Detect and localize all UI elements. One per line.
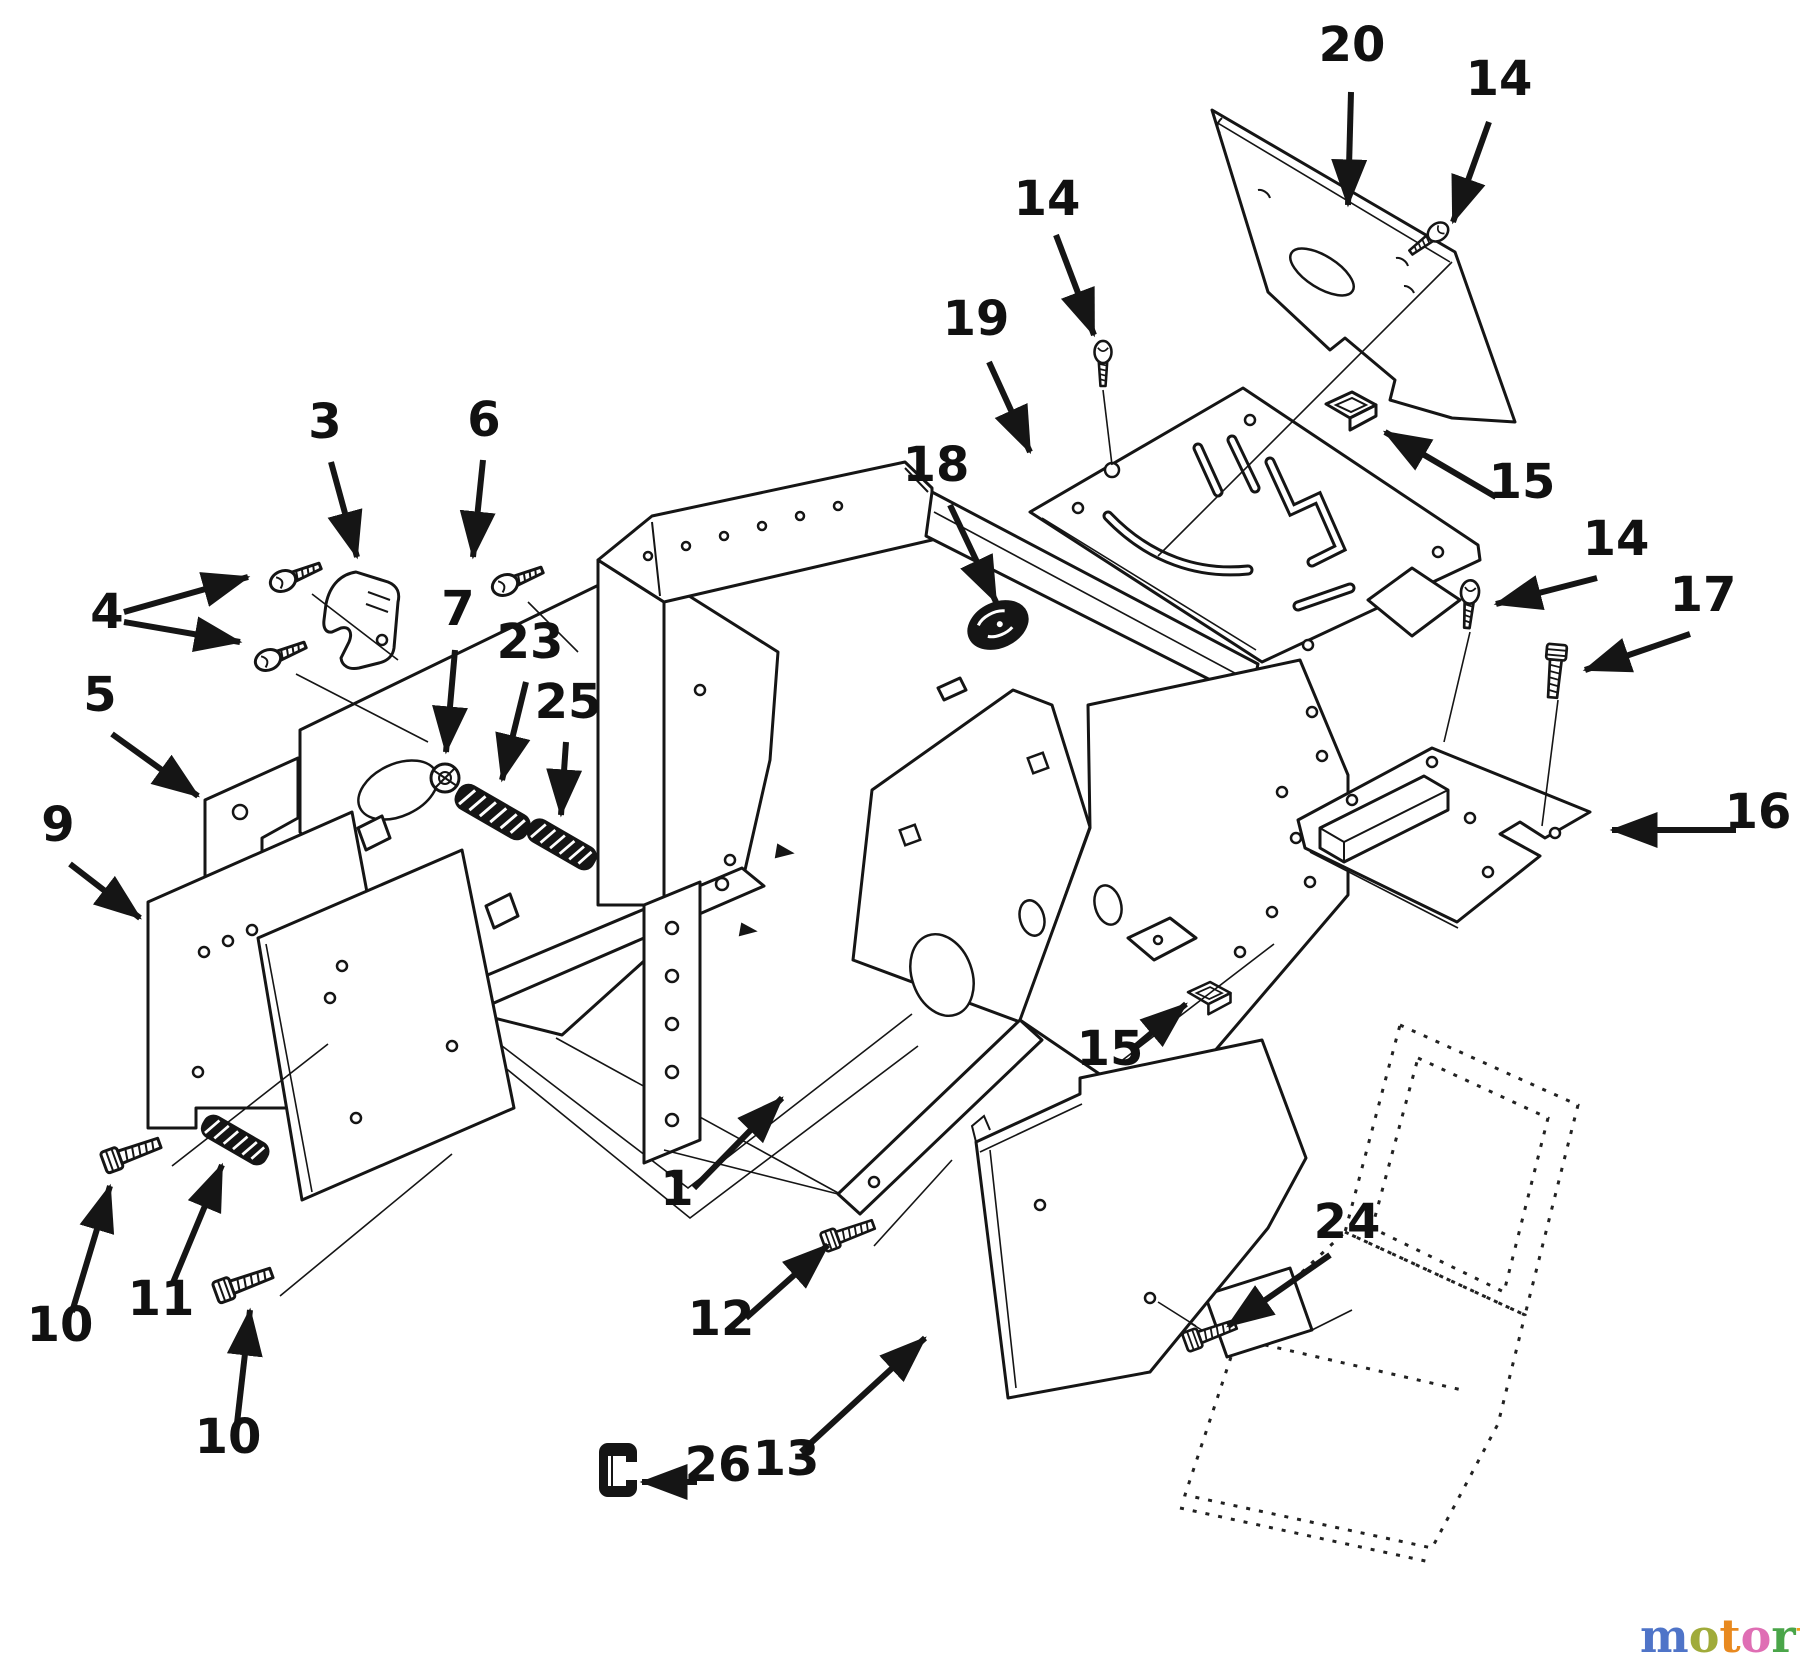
part-4-screw-b — [250, 634, 311, 676]
callout-24-arrow — [1226, 1252, 1332, 1329]
callout-23-arrow — [495, 681, 531, 783]
callout-3-label: 3 — [308, 394, 341, 450]
callout-4-label: 4 — [90, 584, 123, 640]
callout-17-arrow — [1582, 631, 1691, 673]
callout-6-arrow — [459, 459, 496, 560]
part-1-frame-weldment — [596, 460, 1350, 1216]
callout-10a-arrow — [69, 1183, 115, 1313]
callout-26-label: 26 — [685, 1437, 752, 1493]
part-14-screw-left — [1093, 339, 1113, 388]
part-7-nut — [429, 762, 461, 794]
watermark-letter: t — [1719, 1609, 1741, 1663]
callout-25-arrow — [546, 741, 583, 818]
callout-1-label: 1 — [660, 1161, 693, 1217]
watermark-letter: o — [1741, 1609, 1772, 1663]
callout-10b-arrow — [226, 1307, 263, 1433]
callout-4-arrow-a — [123, 572, 251, 615]
callout-25-label: 25 — [535, 674, 602, 730]
part-15-clip-upper — [1324, 390, 1378, 432]
part-10-bolt-a — [98, 1131, 165, 1175]
callout-12-arrow — [744, 1242, 830, 1321]
part-17-bolt — [1541, 642, 1569, 700]
callout-17-label: 17 — [1670, 567, 1737, 623]
part-16-support-bracket — [1296, 746, 1592, 929]
svg-text:motoruf.de: motoruf.de — [1640, 1609, 1800, 1663]
part-18-knob — [967, 600, 1029, 650]
callout-labels: 20 14 14 19 18 15 14 17 16 3 6 7 23 25 4… — [27, 17, 1792, 1493]
callout-9-arrow — [68, 861, 142, 921]
part-6-screw — [487, 559, 548, 601]
callout-10a-label: 10 — [27, 1297, 94, 1353]
callout-12-label: 12 — [688, 1291, 755, 1347]
part-19-shift-plate — [1028, 386, 1482, 664]
callout-15a-arrow — [1382, 429, 1498, 500]
callout-13-label: 13 — [753, 1431, 820, 1487]
part-10-bolt-b — [210, 1261, 277, 1305]
callout-14c-label: 14 — [1583, 511, 1650, 567]
part-26-clip — [599, 1443, 638, 1497]
callout-10b-label: 10 — [195, 1409, 262, 1465]
watermark-letter: o — [1689, 1609, 1720, 1663]
part-14-screw-right — [1456, 578, 1482, 630]
callout-5-arrow — [110, 731, 200, 799]
callout-14a-label: 14 — [1466, 51, 1533, 107]
watermark-letter: r — [1771, 1609, 1796, 1663]
callout-15b-arrow — [1134, 1001, 1188, 1049]
callout-7-label: 7 — [441, 581, 474, 637]
callout-9-label: 9 — [41, 797, 74, 853]
callout-20-arrow — [1331, 91, 1368, 208]
callout-19-arrow — [986, 360, 1033, 455]
callout-18-arrow — [947, 503, 999, 605]
callout-14a-arrow — [1450, 120, 1492, 225]
callout-1-arrow — [691, 1095, 785, 1191]
callout-15a-label: 15 — [1489, 454, 1556, 510]
callout-11-arrow — [169, 1162, 225, 1287]
callout-14b-arrow — [1053, 233, 1097, 338]
part-3-saddle-clip — [322, 570, 401, 670]
callout-14b-label: 14 — [1014, 171, 1081, 227]
callout-6-label: 6 — [467, 392, 500, 448]
callout-13-arrow — [798, 1335, 928, 1455]
callout-19-label: 19 — [943, 291, 1010, 347]
callout-23-label: 23 — [497, 614, 564, 670]
watermark-logo: motoruf.de — [1640, 1609, 1800, 1663]
callout-5-label: 5 — [83, 667, 116, 723]
callout-18-label: 18 — [903, 437, 970, 493]
part-13-side-panel — [970, 1038, 1308, 1400]
watermark-letter: u — [1796, 1609, 1800, 1663]
watermark-letter: m — [1640, 1609, 1689, 1663]
part-4-screw-a — [265, 555, 326, 597]
part-11-ribbed-pad — [196, 1110, 274, 1170]
part-20-rear-panel — [1210, 108, 1517, 424]
callout-11-label: 11 — [128, 1271, 195, 1327]
callout-4-arrow-b — [123, 616, 243, 652]
callout-16-label: 16 — [1725, 784, 1792, 840]
callout-20-label: 20 — [1319, 17, 1386, 73]
callout-7-arrow — [432, 649, 468, 755]
part-9-side-panel — [146, 810, 516, 1202]
callout-arrows — [68, 91, 1736, 1500]
callout-14c-arrow — [1493, 575, 1598, 611]
callout-24-label: 24 — [1314, 1194, 1381, 1250]
callout-15b-label: 15 — [1077, 1021, 1144, 1077]
callout-3-arrow — [327, 461, 363, 560]
